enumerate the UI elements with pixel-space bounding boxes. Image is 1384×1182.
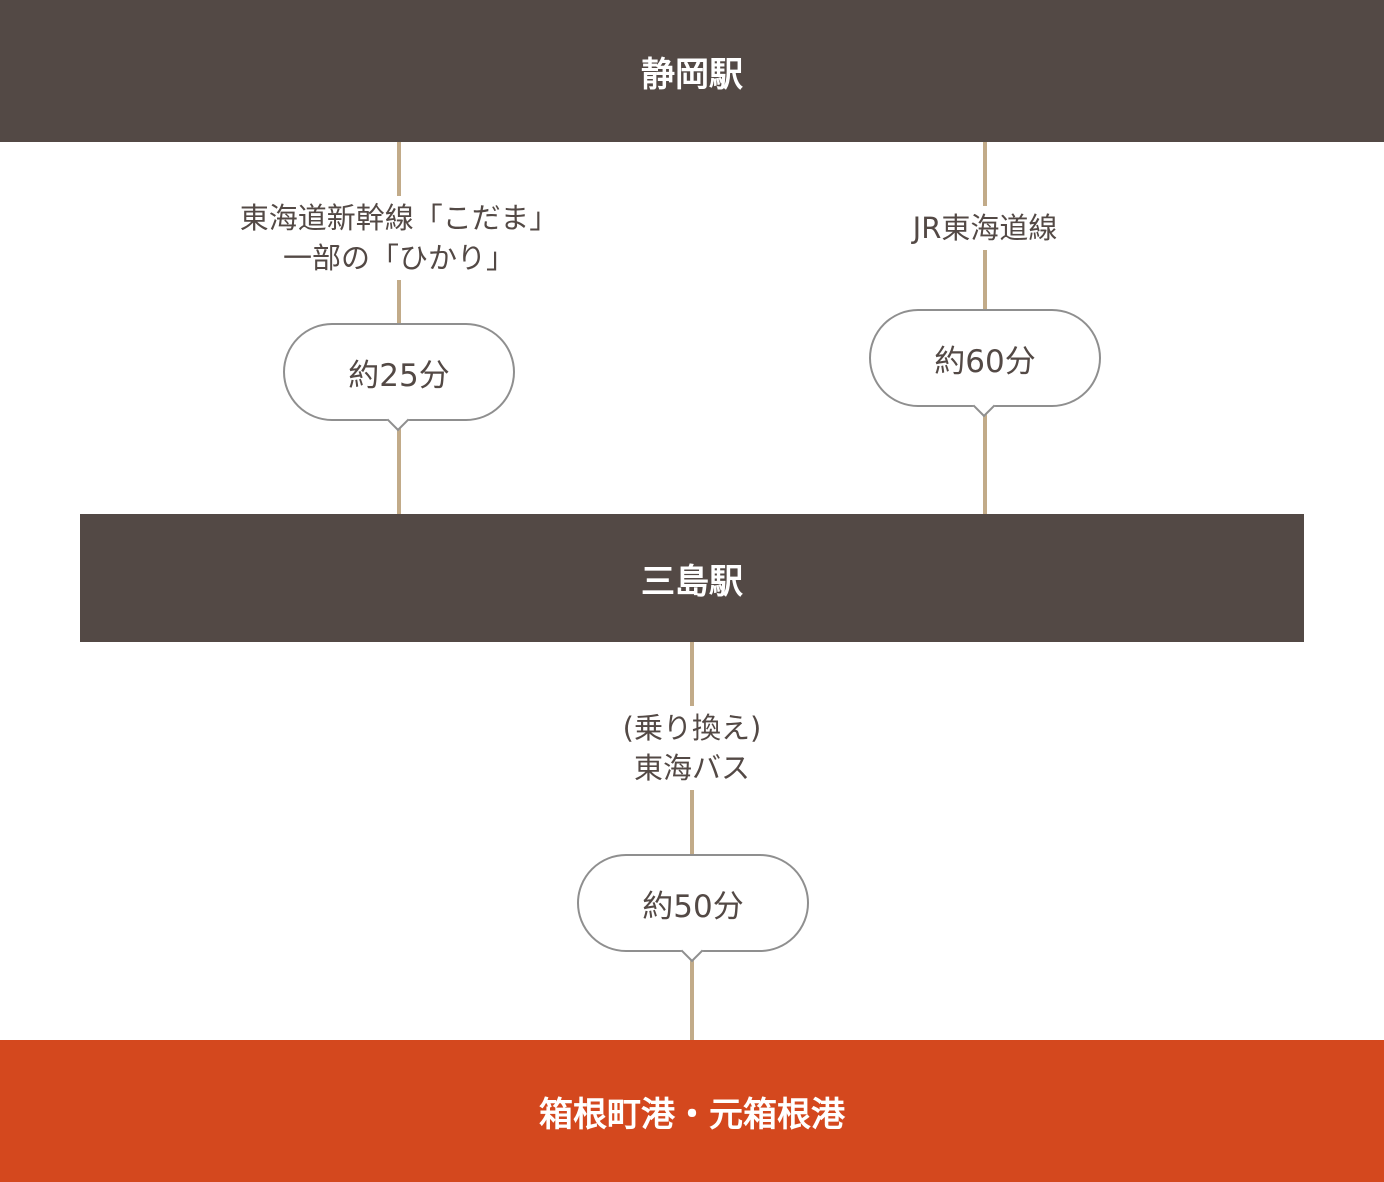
route-transfer-note: (乗り換え) (622, 711, 762, 745)
travel-time: 約60分 (934, 343, 1036, 380)
connector-line-bus (690, 642, 694, 1040)
route-label-jr-tokaido: JR東海道線 (885, 206, 1085, 250)
travel-time: 約50分 (642, 888, 744, 925)
route-label-bus: (乗り換え) 東海バス (592, 706, 792, 790)
station-bar-mishima: 三島駅 (80, 514, 1304, 642)
station-name-shizuoka: 静岡駅 (641, 54, 743, 95)
travel-time: 約25分 (348, 357, 450, 394)
station-name-mishima: 三島駅 (641, 561, 743, 602)
route-line-name: 東海道新幹線「こだま」 (239, 201, 559, 235)
travel-time-bubble-bus: 約50分 (577, 854, 809, 952)
station-bar-shizuoka: 静岡駅 (0, 0, 1384, 142)
destination-bar-hakone: 箱根町港・元箱根港 (0, 1040, 1384, 1182)
destination-name: 箱根町港・元箱根港 (539, 1094, 845, 1135)
route-line-name: 東海バス (633, 751, 750, 785)
route-line-name-sub: 一部の「ひかり」 (282, 241, 515, 275)
route-label-shinkansen: 東海道新幹線「こだま」 一部の「ひかり」 (224, 196, 574, 280)
travel-time-bubble-jr-tokaido: 約60分 (869, 309, 1101, 407)
route-line-name: JR東海道線 (912, 211, 1058, 245)
travel-time-bubble-shinkansen: 約25分 (283, 323, 515, 421)
